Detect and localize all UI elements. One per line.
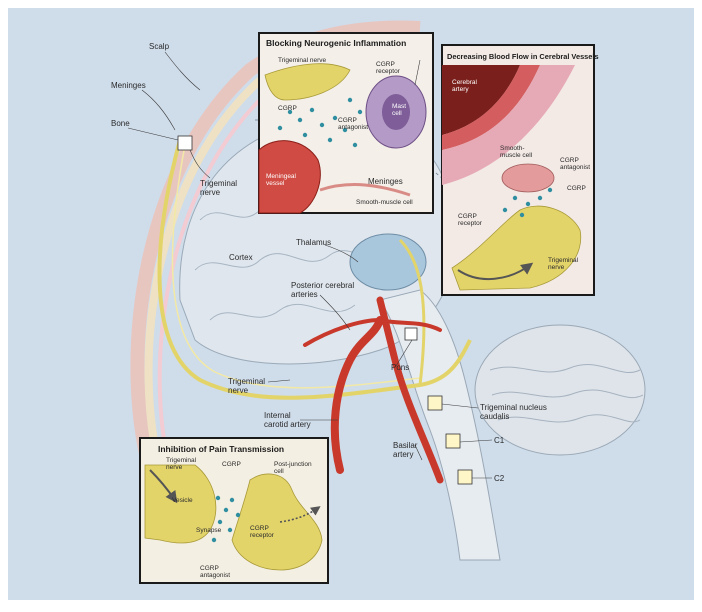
- c1-box: [446, 434, 460, 448]
- label-meninges: Meninges: [111, 81, 146, 90]
- inset-pain: Inhibition of Pain Transmission Trigemin…: [140, 438, 328, 583]
- thalamus-box: [405, 328, 417, 340]
- neurogenic-meninges-label: Meninges: [368, 177, 403, 186]
- neurogenic-smooth-muscle-label: Smooth-muscle cell: [356, 199, 413, 206]
- inset-neurogenic: Blocking Neurogenic Inflammation Trigemi…: [259, 33, 433, 213]
- neurogenic-trigeminal-label: Trigeminal nerve: [278, 57, 327, 64]
- pain-vesicle-label: Vesicle: [172, 497, 193, 504]
- label-c2: C2: [494, 474, 505, 483]
- c2-box: [458, 470, 472, 484]
- label-cortex: Cortex: [229, 253, 253, 262]
- neurogenic-cgrp-label: CGRP: [278, 105, 297, 112]
- blood-flow-smooth-muscle: [502, 164, 554, 192]
- bone-box: [178, 136, 192, 150]
- label-pons: Pons: [391, 363, 409, 372]
- inset-pain-title: Inhibition of Pain Transmission: [158, 444, 284, 454]
- blood-flow-cgrp-label: CGRP: [567, 185, 586, 192]
- inset-blood-flow-title: Decreasing Blood Flow in Cerebral Vessel…: [447, 52, 599, 61]
- label-scalp: Scalp: [149, 42, 170, 51]
- pain-synapse-label: Synapse: [196, 527, 222, 534]
- inset-neurogenic-title: Blocking Neurogenic Inflammation: [266, 38, 406, 48]
- label-c1: C1: [494, 436, 505, 445]
- inset-blood-flow: Decreasing Blood Flow in Cerebral Vessel…: [442, 45, 599, 295]
- pain-cgrp-label: CGRP: [222, 461, 241, 468]
- nucleus-box: [428, 396, 442, 410]
- label-bone: Bone: [111, 119, 130, 128]
- label-thalamus: Thalamus: [296, 238, 331, 247]
